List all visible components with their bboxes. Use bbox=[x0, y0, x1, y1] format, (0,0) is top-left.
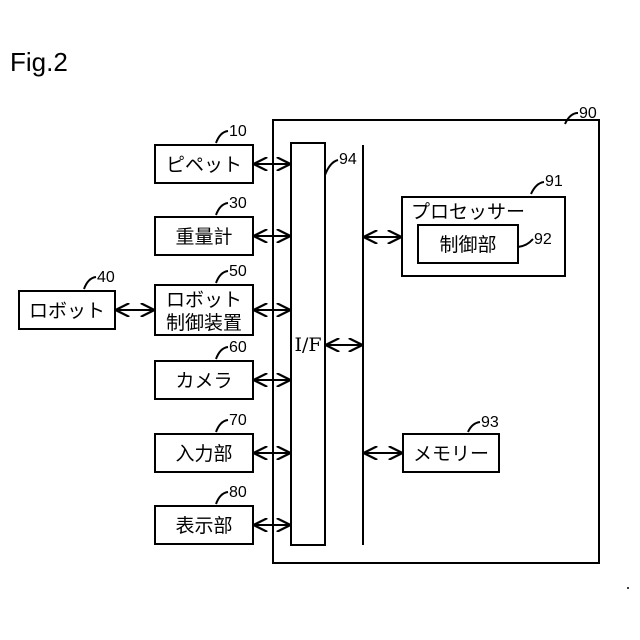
pipette-ref-leader bbox=[216, 131, 228, 143]
scale-ref-leader bbox=[216, 203, 228, 215]
processor-ref: 91 bbox=[545, 173, 563, 190]
interface-ref: 94 bbox=[339, 151, 357, 168]
memory-ref: 93 bbox=[481, 414, 499, 431]
robot-controller-label-line1: ロボット bbox=[166, 289, 242, 311]
robot-controller-label-line2: 制御装置 bbox=[166, 312, 242, 334]
control-unit-label: 制御部 bbox=[439, 234, 496, 256]
camera-ref: 60 bbox=[229, 339, 247, 356]
scale-label: 重量計 bbox=[175, 226, 232, 248]
input-label: 入力部 bbox=[175, 443, 232, 465]
camera-label: カメラ bbox=[175, 370, 232, 392]
interface-label: I/F bbox=[294, 334, 321, 356]
computer-ref: 90 bbox=[579, 105, 597, 122]
figure-label: Fig.2 bbox=[10, 47, 68, 77]
display-label: 表示部 bbox=[175, 515, 232, 537]
robot-ref: 40 bbox=[97, 269, 115, 286]
scale-ref: 30 bbox=[229, 195, 247, 212]
input-ref: 70 bbox=[229, 412, 247, 429]
pipette-label: ピペット bbox=[166, 154, 242, 176]
input-ref-leader bbox=[216, 420, 228, 432]
stray-dot bbox=[627, 587, 629, 589]
processor-label: プロセッサー bbox=[411, 201, 525, 223]
control-unit-ref: 92 bbox=[534, 231, 552, 248]
display-ref: 80 bbox=[229, 484, 247, 501]
memory-label: メモリー bbox=[413, 443, 489, 465]
pipette-ref: 10 bbox=[229, 123, 247, 140]
robot-label: ロボット bbox=[29, 300, 105, 322]
robot-controller-ref: 50 bbox=[229, 263, 247, 280]
display-ref-leader bbox=[216, 492, 228, 504]
robot-ref-leader bbox=[84, 277, 96, 289]
robot-controller-ref-leader bbox=[216, 271, 228, 283]
camera-ref-leader bbox=[216, 347, 228, 359]
